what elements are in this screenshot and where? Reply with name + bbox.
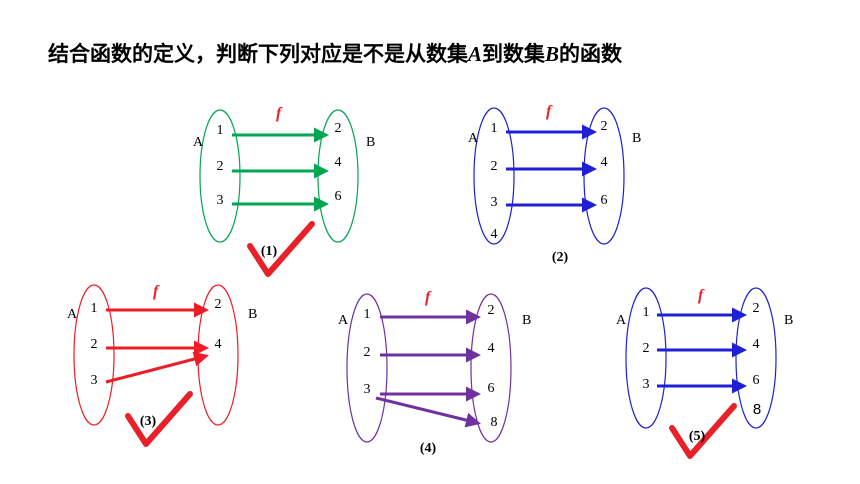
domain-element: 3 bbox=[91, 373, 98, 388]
codomain-element: 4 bbox=[753, 337, 760, 352]
checkmark-icon bbox=[125, 391, 193, 447]
title-set-a: A bbox=[468, 42, 483, 66]
mapping-diagram: A Bf 1 2 3 2 4 (3) bbox=[67, 283, 257, 447]
codomain-element: 4 bbox=[335, 155, 342, 170]
diagram-caption: (4) bbox=[420, 441, 437, 456]
codomain-element: 2 bbox=[601, 119, 608, 134]
diagram-caption: (2) bbox=[552, 250, 569, 265]
domain-element: 2 bbox=[217, 159, 224, 174]
set-b-ellipse bbox=[470, 293, 512, 443]
domain-element: 2 bbox=[364, 345, 371, 360]
mapping-arrow bbox=[105, 351, 209, 384]
page-title: 结合函数的定义，判断下列对应是不是从数集A到数集B的函数 bbox=[48, 38, 622, 68]
domain-element: 3 bbox=[643, 377, 650, 392]
set-a-label: A bbox=[468, 131, 479, 146]
domain-element: 4 bbox=[491, 227, 498, 242]
set-a-ellipse bbox=[473, 107, 515, 245]
domain-element: 1 bbox=[217, 123, 224, 138]
codomain-element: 8 bbox=[491, 415, 498, 430]
set-b-ellipse bbox=[735, 287, 777, 429]
codomain-element: 2 bbox=[488, 303, 495, 318]
codomain-element: 8 bbox=[753, 401, 761, 418]
domain-element: 1 bbox=[643, 305, 650, 320]
domain-element: 3 bbox=[364, 382, 371, 397]
set-a-ellipse bbox=[625, 287, 667, 429]
codomain-element: 6 bbox=[753, 373, 760, 388]
diagram-caption: (5) bbox=[689, 429, 706, 444]
codomain-element: 4 bbox=[488, 341, 495, 356]
set-b-label: B bbox=[632, 131, 641, 146]
domain-element: 2 bbox=[491, 159, 498, 174]
function-label: f bbox=[425, 289, 432, 306]
codomain-element: 2 bbox=[753, 301, 760, 316]
set-b-label: B bbox=[784, 313, 793, 328]
domain-element: 3 bbox=[217, 193, 224, 208]
set-a-label: A bbox=[67, 307, 78, 322]
function-label: f bbox=[698, 287, 705, 304]
title-set-b: B bbox=[545, 42, 560, 66]
domain-element: 2 bbox=[91, 337, 98, 352]
codomain-element: 4 bbox=[601, 155, 608, 170]
set-a-ellipse bbox=[346, 293, 388, 443]
diagram-caption: (1) bbox=[261, 244, 278, 259]
domain-element: 2 bbox=[643, 341, 650, 356]
codomain-element: 4 bbox=[215, 337, 222, 352]
domain-element: 1 bbox=[491, 121, 498, 136]
codomain-element: 2 bbox=[215, 297, 222, 312]
function-label: f bbox=[546, 103, 553, 120]
set-a-ellipse bbox=[73, 284, 115, 426]
set-b-label: B bbox=[248, 307, 257, 322]
set-a-label: A bbox=[193, 135, 204, 150]
title-prefix: 结合函数的定义，判断下列对应是不是从数集 bbox=[48, 42, 468, 66]
set-b-label: B bbox=[522, 313, 531, 328]
diagram-caption: (3) bbox=[140, 414, 157, 429]
set-b-label: B bbox=[366, 135, 375, 150]
domain-element: 1 bbox=[91, 301, 98, 316]
mapping-diagram: A Bf 1 2 3 2 4 6 (1) bbox=[193, 105, 375, 277]
title-suffix: 的函数 bbox=[559, 42, 623, 66]
codomain-element: 2 bbox=[335, 121, 342, 136]
mapping-diagram: A Bf 1 2 3 4 2 4 6 (2) bbox=[468, 103, 641, 265]
checkmark-icon bbox=[669, 403, 737, 459]
domain-element: 1 bbox=[364, 307, 371, 322]
set-a-label: A bbox=[338, 313, 349, 328]
checkmark-icon bbox=[247, 221, 315, 277]
codomain-element: 6 bbox=[335, 189, 342, 204]
codomain-element: 6 bbox=[601, 193, 608, 208]
set-a-ellipse bbox=[199, 109, 241, 243]
codomain-element: 6 bbox=[488, 381, 495, 396]
title-mid: 到数集 bbox=[482, 42, 546, 66]
set-a-label: A bbox=[616, 313, 627, 328]
function-label: f bbox=[276, 105, 283, 122]
domain-element: 3 bbox=[491, 195, 498, 210]
mapping-diagram: A Bf 1 2 3 2 4 6 8 (5) bbox=[616, 287, 793, 459]
mapping-diagram: A Bf 1 2 3 2 4 6 8 (4) bbox=[338, 289, 531, 456]
mapping-arrow bbox=[375, 396, 481, 428]
function-label: f bbox=[153, 283, 160, 300]
